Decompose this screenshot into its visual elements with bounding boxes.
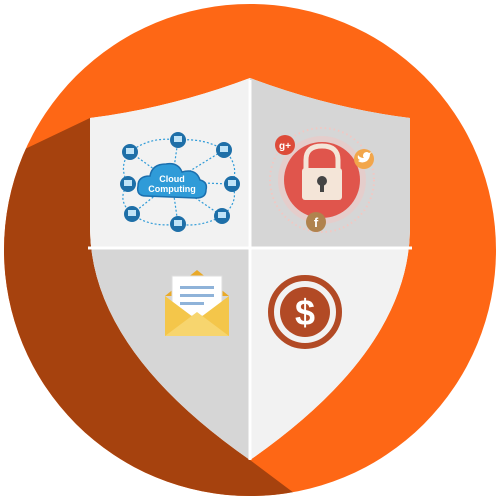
twitter-icon bbox=[354, 149, 374, 169]
envelope-icon bbox=[165, 270, 229, 336]
cloud-label-line2: Computing bbox=[148, 184, 196, 194]
google-plus-label: g+ bbox=[279, 141, 291, 152]
cloud-label-line1: Cloud bbox=[159, 174, 185, 184]
dollar-symbol: $ bbox=[295, 292, 315, 333]
dollar-coin-icon: $ bbox=[268, 275, 342, 349]
cloud-computing-network-icon: Cloud Computing bbox=[120, 132, 240, 232]
facebook-icon: f bbox=[306, 212, 326, 232]
facebook-label: f bbox=[314, 215, 319, 230]
google-plus-icon: g+ bbox=[275, 135, 295, 155]
padlock-social-icon: g+ f bbox=[269, 127, 375, 233]
